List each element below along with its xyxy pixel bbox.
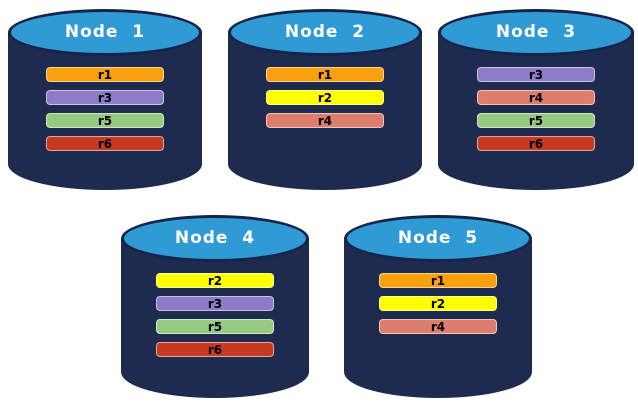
node-title: Node 1 [64, 21, 146, 42]
cylinder-body [121, 238, 309, 398]
replica-list: r3 r4 r5 r6 [438, 67, 634, 151]
cylinder-top-ellipse: Node 3 [438, 9, 634, 56]
replica-bar-r3: r3 [477, 67, 595, 82]
node-title: Node 4 [174, 227, 256, 248]
replica-bar-r4: r4 [379, 319, 497, 334]
replica-list: r2 r3 r5 r6 [121, 273, 309, 357]
cylinder-top-ellipse: Node 5 [344, 215, 532, 262]
database-node-5: Node 5 r1 r2 r4 [344, 215, 532, 398]
replica-bar-r4: r4 [477, 90, 595, 105]
cylinder-top-ellipse: Node 1 [8, 9, 202, 56]
cylinder-body [8, 32, 202, 190]
replica-bar-r1: r1 [266, 67, 384, 82]
replica-bar-r3: r3 [156, 296, 274, 311]
replica-bar-r6: r6 [477, 136, 595, 151]
replica-list: r1 r2 r4 [344, 273, 532, 334]
replica-bar-r3: r3 [46, 90, 164, 105]
replica-bar-r1: r1 [46, 67, 164, 82]
database-node-1: Node 1 r1 r3 r5 r6 [8, 9, 202, 190]
replica-bar-r2: r2 [266, 90, 384, 105]
node-title: Node 3 [495, 21, 577, 42]
cylinder-top-ellipse: Node 4 [121, 215, 309, 262]
replica-bar-r6: r6 [46, 136, 164, 151]
replica-bar-r6: r6 [156, 342, 274, 357]
replica-bar-r1: r1 [379, 273, 497, 288]
cylinder-body [228, 32, 422, 190]
replica-list: r1 r2 r4 [228, 67, 422, 128]
replica-bar-r5: r5 [156, 319, 274, 334]
replica-list: r1 r3 r5 r6 [8, 67, 202, 151]
database-node-2: Node 2 r1 r2 r4 [228, 9, 422, 190]
replica-bar-r5: r5 [46, 113, 164, 128]
node-title: Node 2 [284, 21, 366, 42]
cylinder-top-ellipse: Node 2 [228, 9, 422, 56]
replica-bar-r2: r2 [379, 296, 497, 311]
cylinder-body [344, 238, 532, 398]
cylinder-body [438, 32, 634, 190]
node-title: Node 5 [397, 227, 479, 248]
database-node-3: Node 3 r3 r4 r5 r6 [438, 9, 634, 190]
database-node-4: Node 4 r2 r3 r5 r6 [121, 215, 309, 398]
replica-bar-r5: r5 [477, 113, 595, 128]
replica-bar-r2: r2 [156, 273, 274, 288]
replica-bar-r4: r4 [266, 113, 384, 128]
